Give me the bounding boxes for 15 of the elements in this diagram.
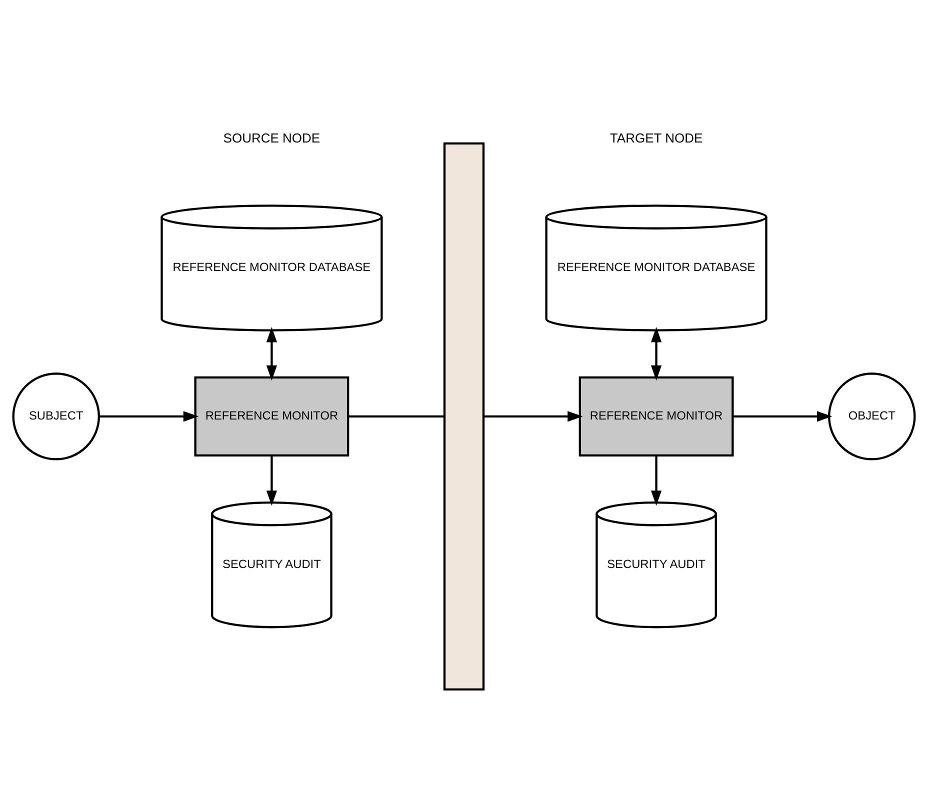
arrow xyxy=(732,411,832,422)
arrow xyxy=(483,411,582,422)
arrow xyxy=(650,455,662,506)
label: TARGET NODE xyxy=(609,130,702,146)
label: SOURCE NODE xyxy=(222,130,320,146)
node-box: REFERENCE MONITOR xyxy=(194,376,349,456)
node-wall xyxy=(442,142,484,690)
node-circle: OBJECT xyxy=(828,372,916,460)
arrow xyxy=(266,455,277,506)
arrow xyxy=(266,327,277,381)
arrow xyxy=(650,327,662,381)
connector xyxy=(348,415,444,418)
node-circle: SUBJECT xyxy=(12,372,100,460)
node-box: REFERENCE MONITOR xyxy=(578,376,734,456)
arrow xyxy=(98,411,198,422)
